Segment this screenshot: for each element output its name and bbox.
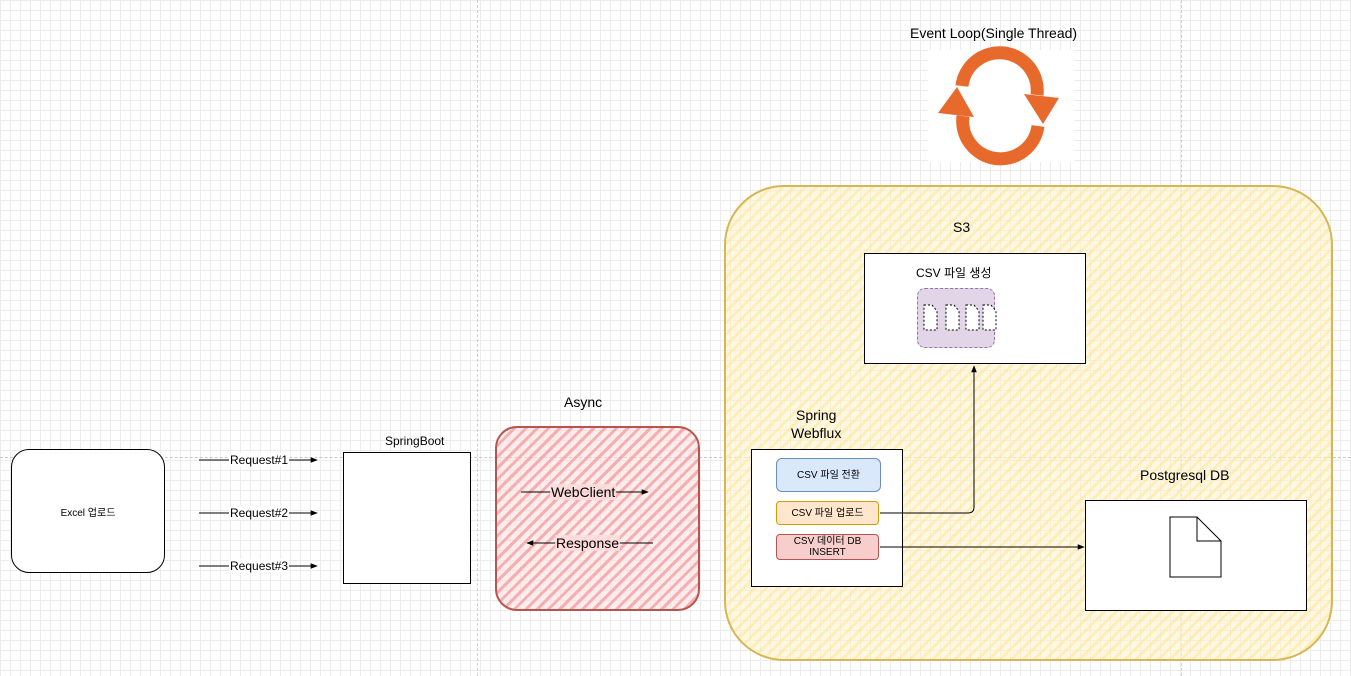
async-box[interactable] <box>495 426 700 611</box>
excel-upload-label: Excel 업로드 <box>60 507 116 519</box>
postgres-box[interactable] <box>1085 500 1307 611</box>
webflux-title-line2: Webflux <box>791 425 842 441</box>
webclient-label: WebClient <box>550 484 617 500</box>
request-3-label: Request#3 <box>229 559 290 573</box>
csv-insert-label-line1: CSV 데이터 DB <box>793 536 862 547</box>
eventloop-title: Event Loop(Single Thread) <box>910 25 1078 41</box>
csv-convert-button[interactable]: CSV 파일 전환 <box>776 458 881 492</box>
response-label: Response <box>555 535 621 551</box>
csv-insert-button[interactable]: CSV 데이터 DB INSERT <box>776 534 879 560</box>
csv-files-group <box>917 288 995 348</box>
csv-insert-label-line2: INSERT <box>809 547 846 558</box>
springboot-label: SpringBoot <box>385 434 445 448</box>
csv-upload-label: CSV 파일 업로드 <box>791 507 864 519</box>
csv-upload-button[interactable]: CSV 파일 업로드 <box>776 501 879 525</box>
page-break-vertical-left <box>477 0 478 676</box>
eventloop-panel <box>928 50 1074 162</box>
csv-create-label: CSV 파일 생성 <box>916 266 992 280</box>
async-title: Async <box>564 394 603 410</box>
request-1-label: Request#1 <box>229 453 290 467</box>
csv-convert-label: CSV 파일 전환 <box>797 469 860 481</box>
springboot-box[interactable] <box>343 452 471 584</box>
request-2-label: Request#2 <box>229 506 290 520</box>
s3-title: S3 <box>953 219 971 235</box>
webflux-title-line1: Spring <box>796 407 837 423</box>
excel-upload-box[interactable]: Excel 업로드 <box>11 449 165 573</box>
postgres-title: Postgresql DB <box>1140 467 1230 483</box>
